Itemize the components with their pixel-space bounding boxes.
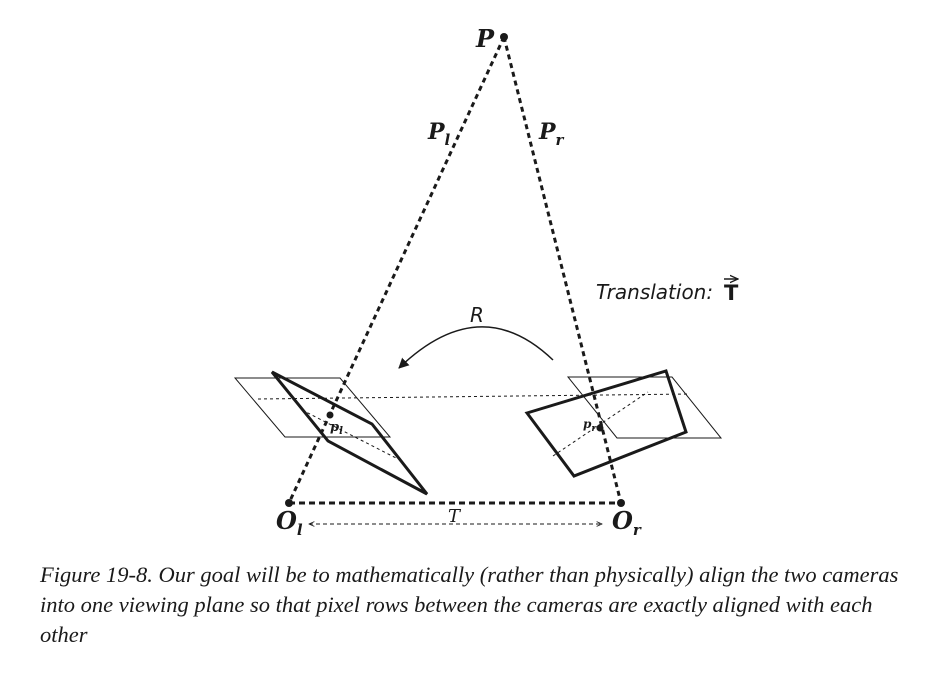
- right-ray: [502, 36, 623, 504]
- left-rectified-plane: [233, 377, 392, 438]
- right-plane-inner-line: [552, 391, 649, 457]
- stereo-rectification-diagram: P Pl Pr Translation: T R pl pr Ol Or T: [233, 24, 739, 539]
- label-p-right: pr: [583, 417, 597, 434]
- right-rectified-plane: [566, 376, 723, 439]
- label-P: P: [475, 24, 495, 53]
- label-O-left: Ol: [276, 506, 303, 539]
- point-P: [500, 33, 508, 41]
- right-optical-center: [617, 499, 625, 507]
- right-image-plane: [524, 369, 688, 478]
- figure-caption: Figure 19-8. Our goal will be to mathema…: [40, 562, 899, 647]
- label-translation: Translation:: [596, 280, 713, 304]
- label-baseline-T: T: [448, 506, 462, 527]
- left-image-plane: [270, 370, 429, 496]
- label-translation-vector: T: [724, 281, 739, 305]
- label-P-right: Pr: [538, 119, 565, 149]
- label-O-right: Or: [612, 506, 642, 539]
- right-image-point: [596, 424, 604, 432]
- label-P-left: Pl: [427, 119, 451, 149]
- left-ray: [287, 36, 506, 504]
- label-p-left: pl: [330, 420, 343, 437]
- rotation-arrow: [398, 326, 554, 369]
- left-optical-center: [285, 499, 293, 507]
- epipolar-row-line: [257, 393, 691, 400]
- label-R: R: [470, 303, 484, 327]
- left-image-point: [326, 411, 334, 419]
